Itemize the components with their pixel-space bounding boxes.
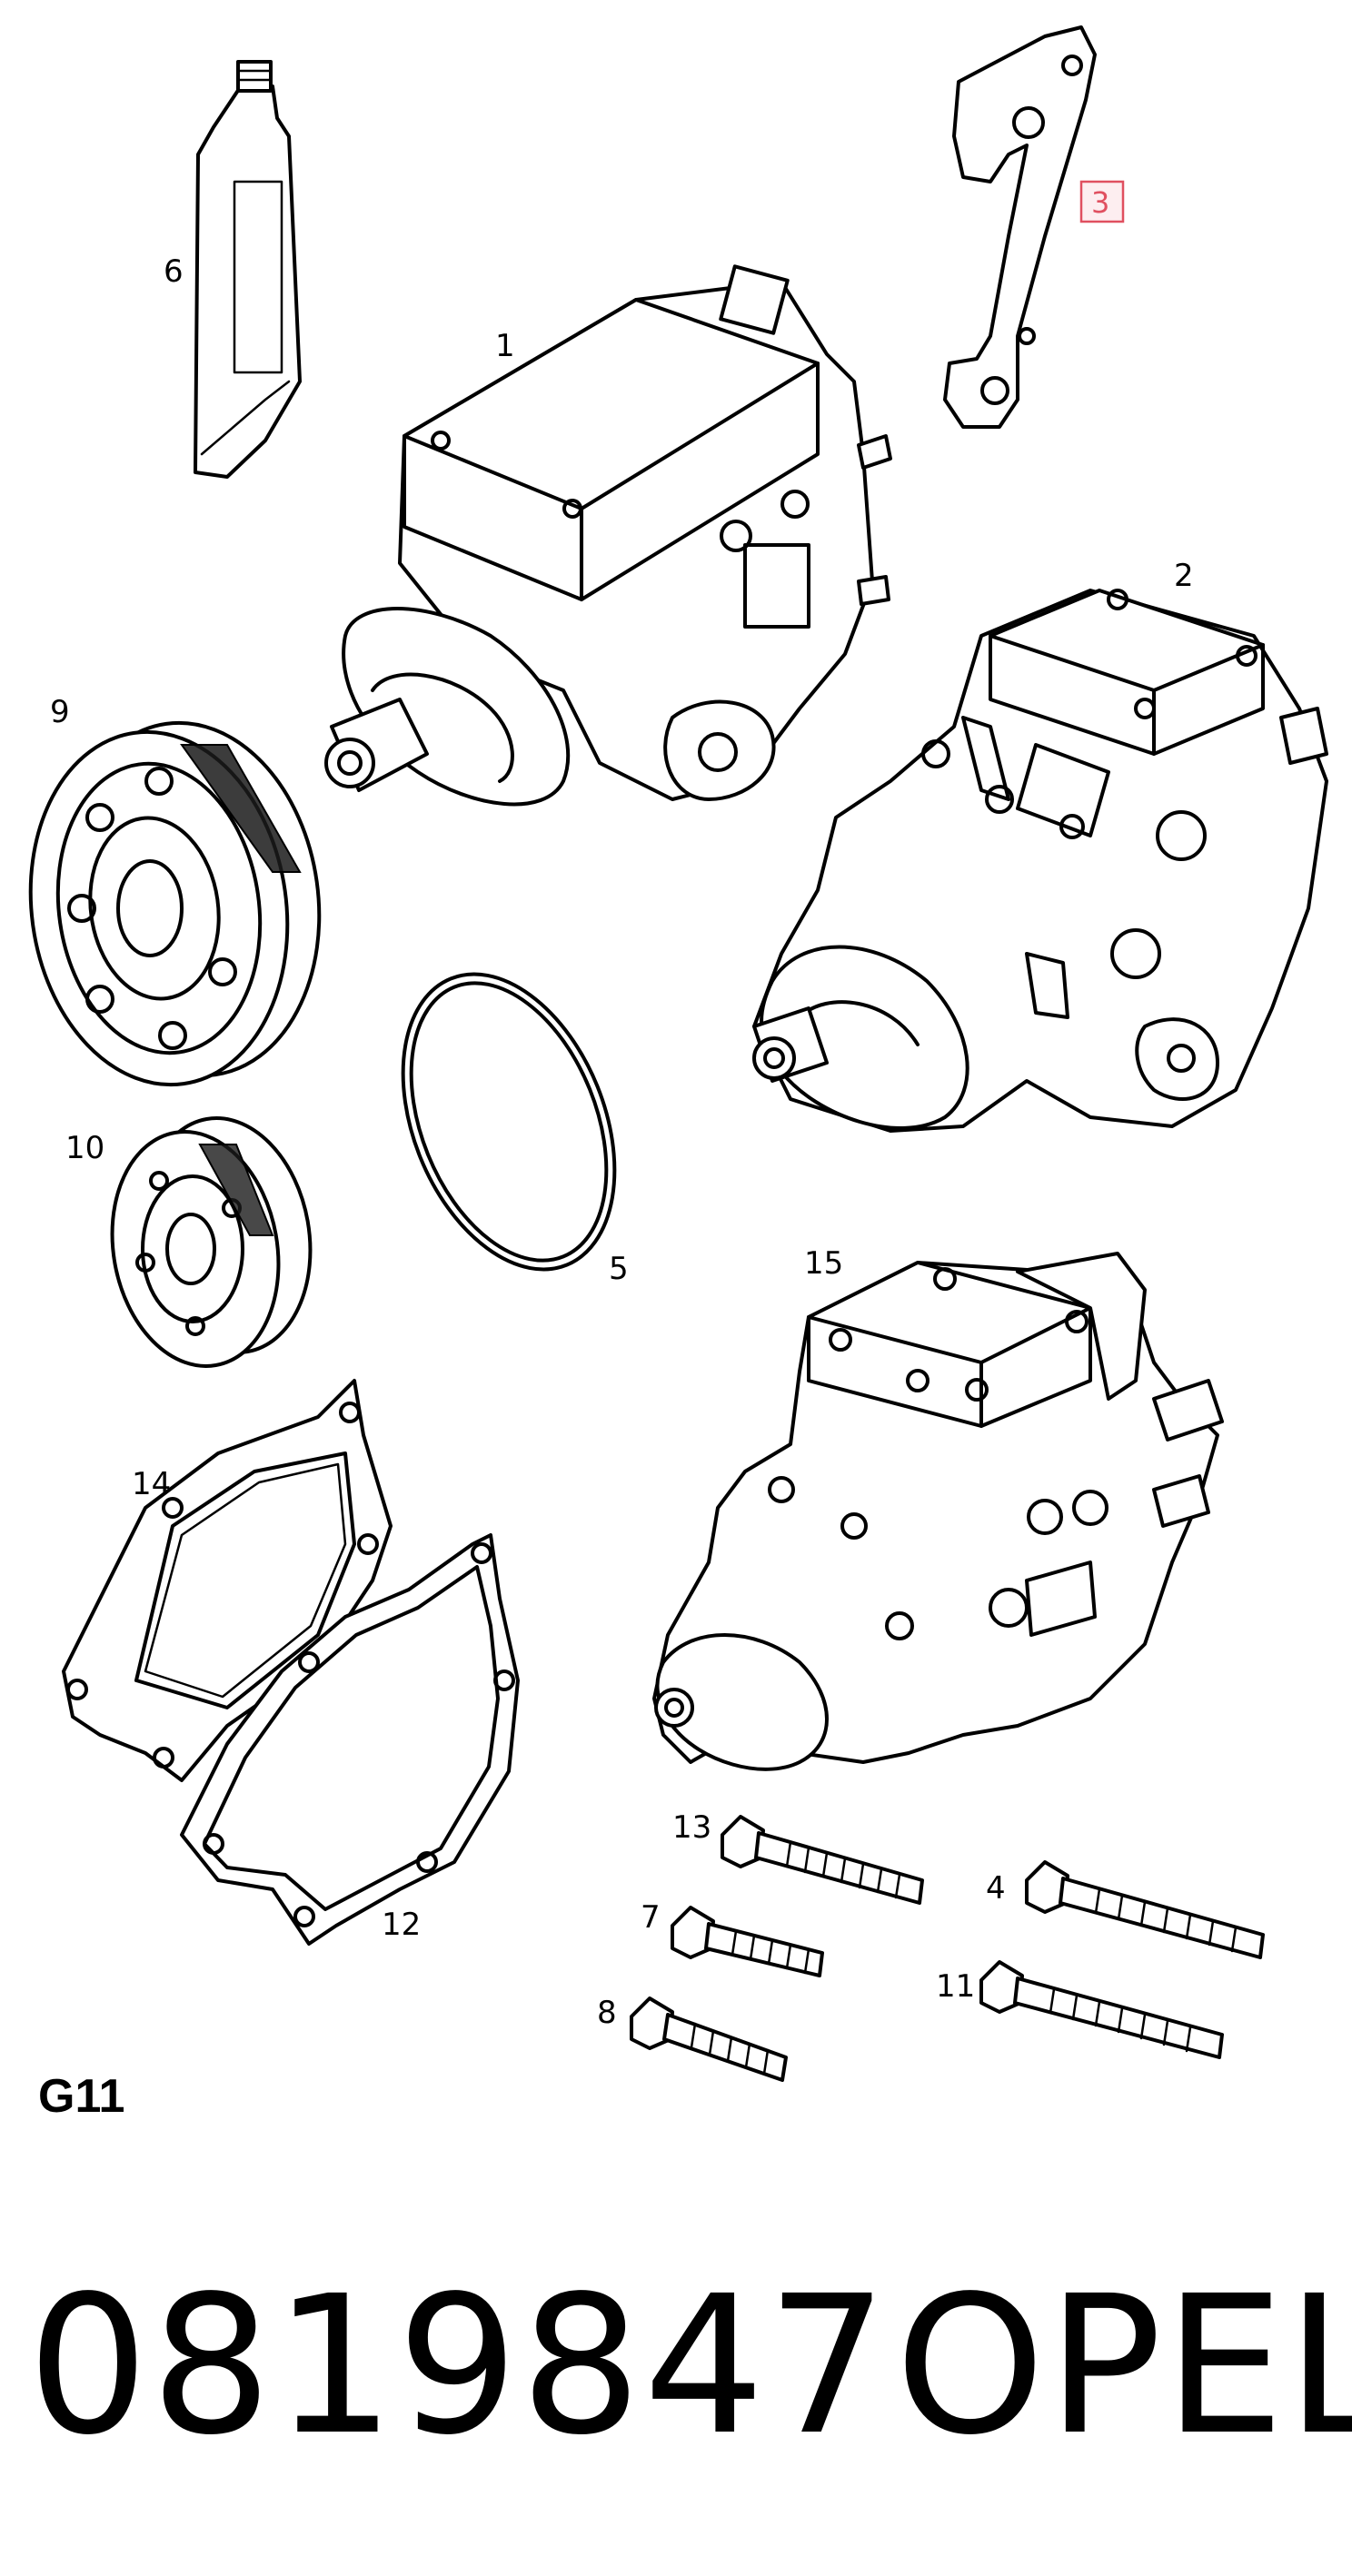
part-1-injection-pump (324, 264, 892, 807)
callout-5: 5 (609, 1251, 629, 1287)
part-4-bolt (1025, 1860, 1265, 1959)
callout-11: 11 (936, 1968, 975, 2005)
part-14-gasket (62, 1379, 393, 1782)
part-15-injection-pump (652, 1252, 1224, 1771)
callout-1: 1 (495, 328, 515, 364)
callout-4: 4 (986, 1870, 1006, 1907)
callout-3: 3 (1091, 185, 1109, 220)
group-code: G11 (38, 2070, 125, 2123)
part-3-bracket (943, 25, 1097, 429)
callout-14: 14 (132, 1466, 171, 1502)
callout-12: 12 (382, 1907, 421, 1943)
callout-10: 10 (65, 1130, 104, 1166)
callout-2: 2 (1174, 558, 1194, 594)
part-6-sealant-tube (194, 60, 302, 479)
part-11-bolt (979, 1960, 1224, 2059)
callout-13: 13 (672, 1809, 711, 1846)
exploded-parts-diagram: 6 3 1 (28, 25, 1328, 2082)
part-5-o-ring (401, 972, 617, 1272)
callout-3-box (1079, 180, 1125, 223)
part-9-pulley (28, 720, 322, 1087)
brand-name: OPEL (895, 2254, 1352, 2477)
part-10-hub (110, 1116, 313, 1368)
callout-6: 6 (164, 253, 184, 290)
part-number: 0819847 (27, 2254, 890, 2477)
part-2-injection-pump (752, 589, 1328, 1133)
callout-7: 7 (641, 1899, 661, 1936)
part-7-bolt (671, 1906, 824, 1977)
callout-8: 8 (597, 1995, 617, 2031)
part-13-bolt (721, 1815, 924, 1905)
part-8-bolt (630, 1996, 788, 2082)
part-12-gasket (180, 1533, 520, 1946)
callout-15: 15 (804, 1245, 843, 1282)
callout-9: 9 (50, 694, 70, 730)
